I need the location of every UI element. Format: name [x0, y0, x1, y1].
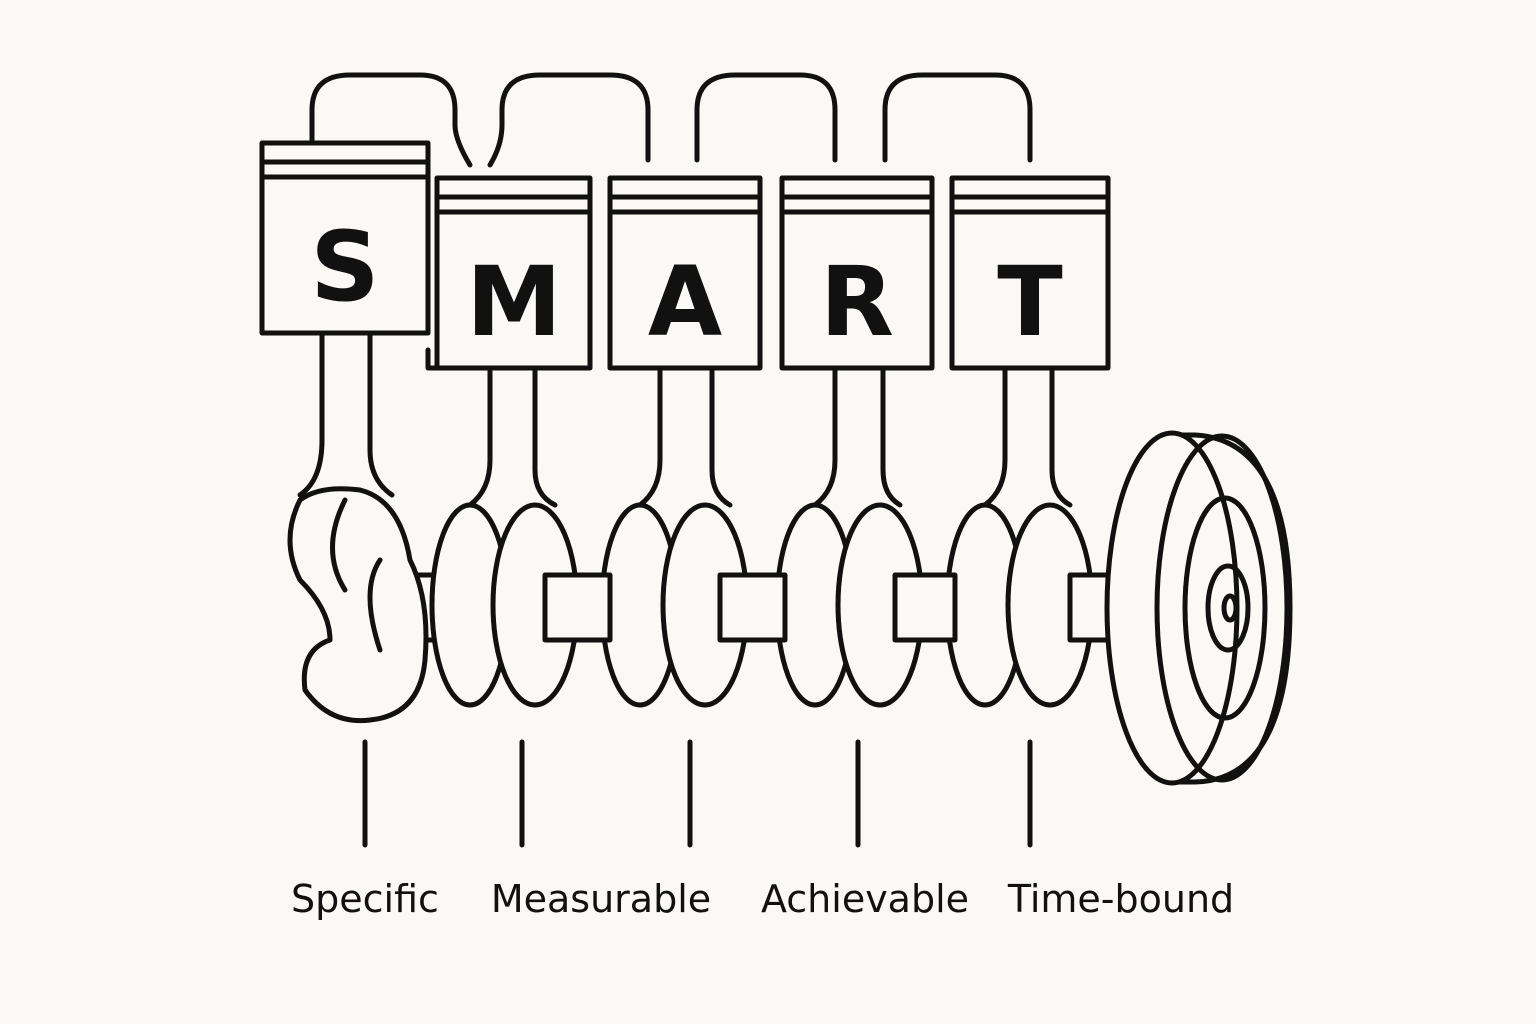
piston-m: M — [425, 175, 593, 371]
label-time-bound: Time-bound — [1007, 877, 1234, 921]
piston-letter: S — [310, 211, 379, 323]
label-measurable: Measurable — [491, 877, 711, 921]
connecting-rods — [297, 330, 1073, 508]
piston-connector-arcs — [309, 72, 1033, 168]
piston-letter: R — [820, 246, 894, 358]
indicator-lines — [362, 739, 1033, 848]
piston-letter: A — [648, 246, 722, 358]
label-specific: Specific — [291, 877, 439, 921]
piston-letter: T — [997, 246, 1062, 358]
crank-discs — [287, 486, 1133, 724]
flywheel — [1104, 430, 1293, 786]
piston-t: T — [949, 175, 1111, 371]
piston-letter: M — [466, 246, 562, 358]
piston-r: R — [779, 175, 935, 371]
label-achievable: Achievable — [761, 877, 969, 921]
piston-a: A — [607, 175, 763, 371]
piston-s: S — [259, 140, 431, 336]
